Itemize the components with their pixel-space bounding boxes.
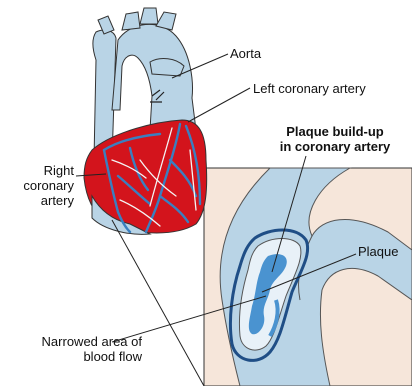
- right-coronary-line2: coronary: [10, 178, 74, 193]
- plaque-buildup-line2: in coronary artery: [260, 139, 410, 154]
- right-coronary-artery-label: Right coronary artery: [10, 163, 74, 208]
- plaque-buildup-label: Plaque build-up in coronary artery: [260, 124, 410, 154]
- plaque-buildup-line1: Plaque build-up: [260, 124, 410, 139]
- heart: [84, 8, 207, 234]
- narrowed-line2: blood flow: [14, 349, 142, 364]
- narrowed-line1: Narrowed area of: [14, 334, 142, 349]
- plaque-label: Plaque: [358, 244, 398, 259]
- right-coronary-line3: artery: [10, 193, 74, 208]
- right-coronary-line1: Right: [10, 163, 74, 178]
- aorta-vessel: [112, 24, 196, 130]
- aorta-label: Aorta: [230, 46, 261, 61]
- inset-panel: [204, 168, 412, 386]
- left-coronary-artery-label: Left coronary artery: [253, 81, 366, 96]
- narrowed-area-label: Narrowed area of blood flow: [14, 334, 142, 364]
